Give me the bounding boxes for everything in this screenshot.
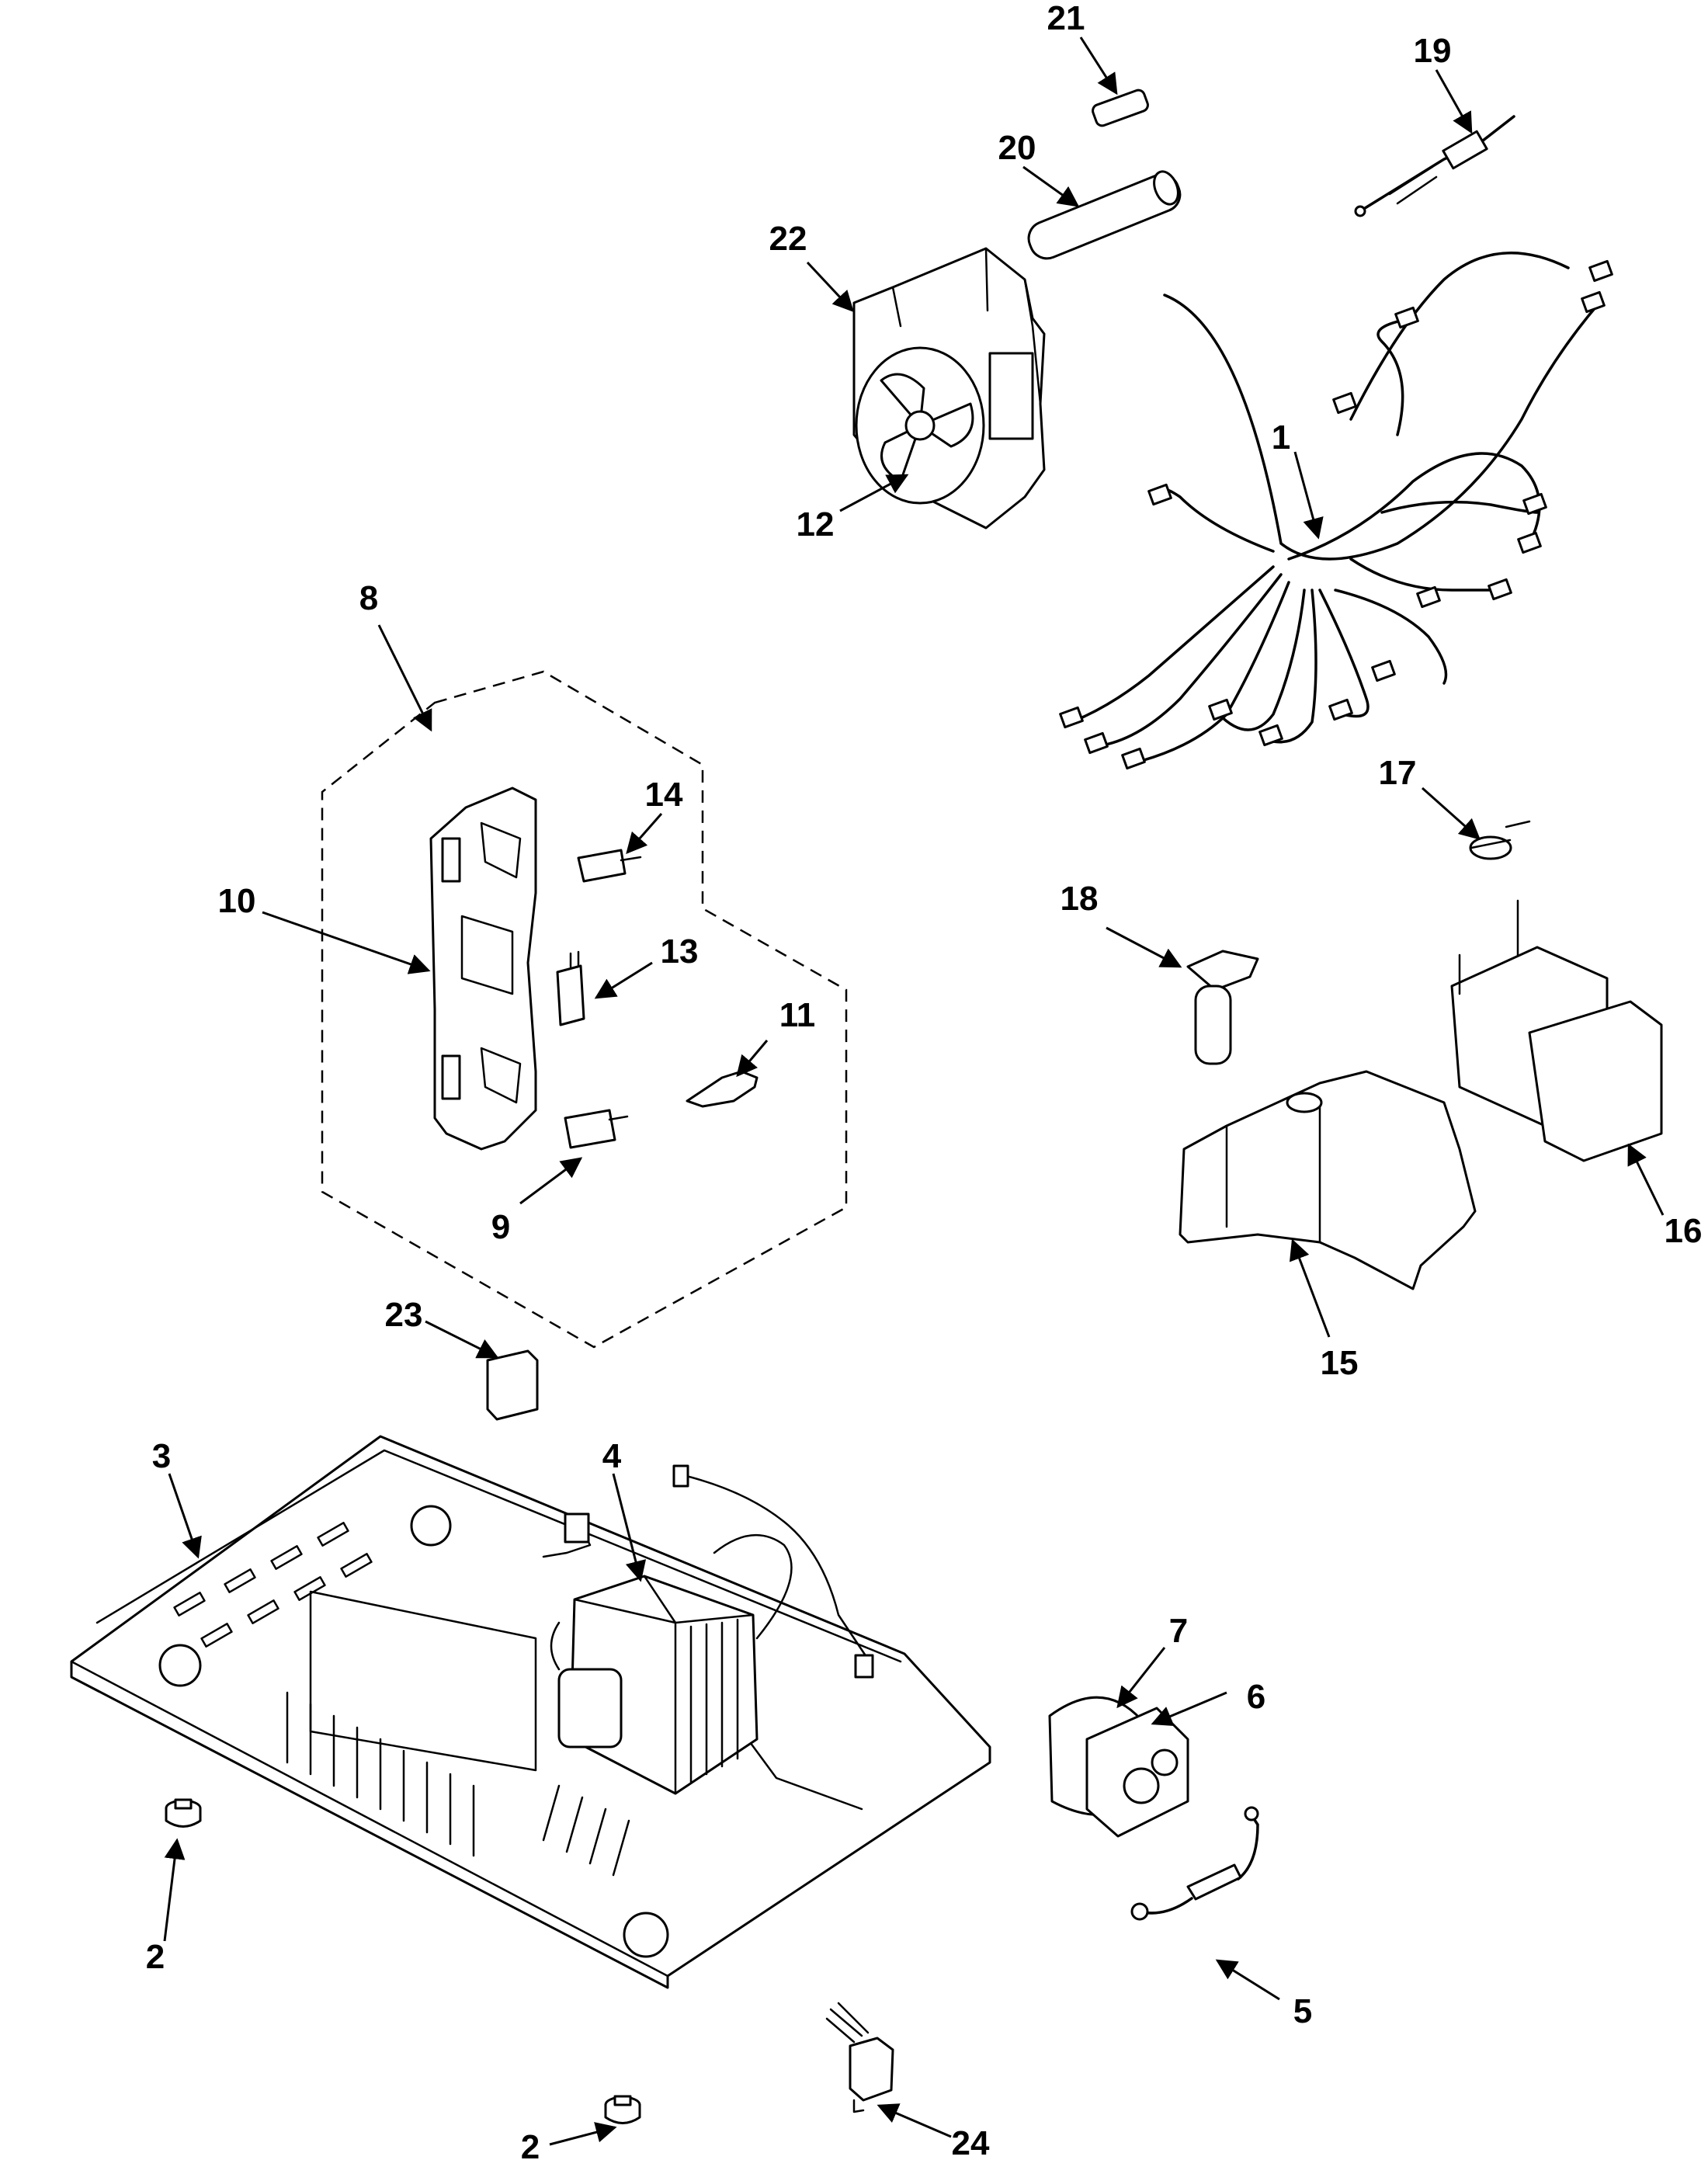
part-11-lever [686,1070,759,1108]
part-18-capacitor [1186,950,1259,1065]
callout-20: 20 [998,129,1036,167]
callout-11: 11 [779,996,816,1034]
leader-8 [377,624,432,732]
leader-22 [806,261,854,312]
callout-8: 8 [359,579,378,617]
leader-17 [1422,787,1481,840]
callout-18: 18 [1061,880,1099,918]
callout-2: 2 [146,1938,165,1976]
part-16-magnetron [1450,899,1663,1162]
callout-labels: 1 2 2 3 4 5 6 7 8 9 10 11 12 13 14 15 16… [146,0,1703,2160]
part-6-hv-diode [1085,1707,1189,1838]
part-20-fuse-holder [1027,170,1182,260]
leader-18 [1106,926,1182,968]
part-13-micro-switch [556,950,585,1026]
callout-19: 19 [1414,32,1452,70]
callout-23: 23 [385,1296,423,1334]
leader-lines [163,36,1665,2146]
leader-20 [1022,165,1080,207]
leader-7 [1116,1647,1166,1709]
part-17-thermostat [1469,820,1531,860]
leader-12 [839,474,909,512]
callout-2: 2 [521,2128,540,2160]
part-14-micro-switch [577,849,642,883]
callout-17: 17 [1379,754,1417,792]
callout-13: 13 [661,932,699,971]
leader-2b [549,2122,617,2146]
part-23-pad [486,1349,539,1421]
part-9-micro-switch [564,1109,629,1149]
callout-9: 9 [491,1208,510,1246]
part-24-small-transformer [825,2002,894,2113]
callout-12: 12 [797,505,835,543]
callout-16: 16 [1665,1212,1703,1250]
leader-15 [1289,1238,1331,1338]
part-15-air-duct [1179,1070,1477,1290]
leader-13 [594,961,653,999]
callout-14: 14 [645,776,683,814]
callout-6: 6 [1247,1678,1265,1716]
leader-4 [612,1473,647,1582]
leader-16 [1627,1143,1665,1216]
leader-2a [163,1838,186,1942]
callout-4: 4 [602,1437,622,1475]
part-8-switch-assembly [321,670,848,1349]
callout-22: 22 [769,220,807,258]
part-21-fuse [1092,89,1149,127]
callout-21: 21 [1047,0,1085,37]
part-3-base-plate [70,1435,991,1989]
leader-3 [168,1473,202,1559]
callout-5: 5 [1293,1992,1312,2030]
callout-10: 10 [218,882,256,920]
callout-15: 15 [1321,1344,1359,1382]
part-12-fan-blade [855,346,985,505]
leader-14 [626,813,663,855]
leader-10 [262,911,431,974]
leader-6 [1151,1691,1227,1727]
callout-24: 24 [952,2124,990,2160]
leader-24 [877,2103,952,2138]
part-2-foot-upper [165,1798,202,1828]
callout-1: 1 [1272,418,1290,457]
part-5-noise-filter [1130,1806,1259,1921]
leader-1 [1293,451,1324,540]
part-10-switch-bracket [429,787,537,1151]
part-19-cord [1354,115,1515,217]
leader-19 [1435,69,1473,134]
callout-3: 3 [152,1437,171,1475]
leader-23 [425,1320,499,1359]
part-2-foot-lower [604,2095,641,2124]
leader-9 [519,1157,583,1205]
callout-7: 7 [1169,1612,1188,1650]
part-1-wire-harness [1059,251,1613,770]
leader-21 [1079,36,1118,95]
leader-11 [736,1040,769,1078]
leader-5 [1215,1959,1280,2001]
